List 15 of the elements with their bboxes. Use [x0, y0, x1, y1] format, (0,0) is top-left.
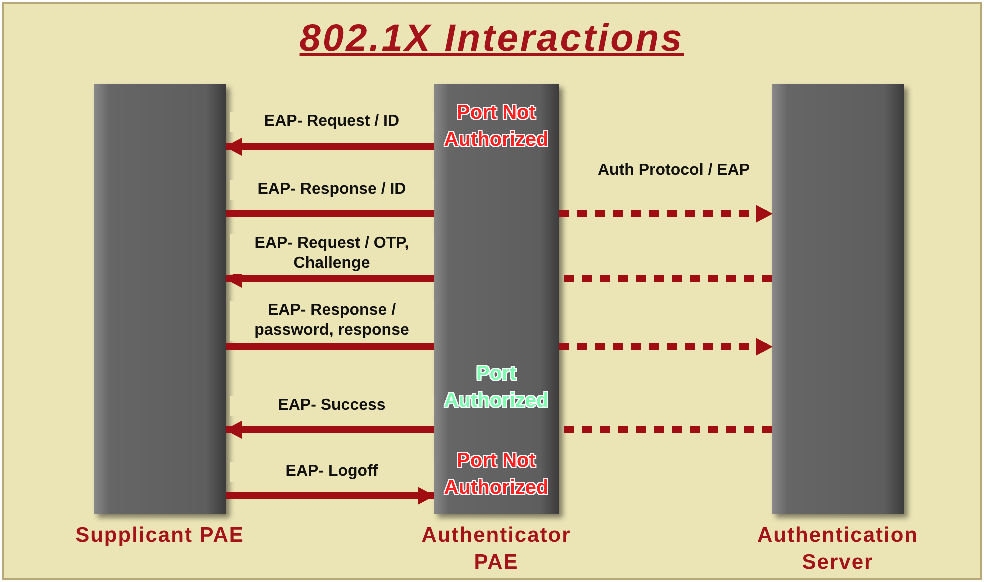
- diagram-title: 802.1X Interactions: [300, 18, 684, 60]
- participant-label: Authentication Server: [756, 523, 920, 576]
- arrow: [225, 138, 434, 156]
- connector-line: [226, 210, 434, 218]
- arrow: [559, 205, 773, 223]
- connector-line: [226, 344, 434, 350]
- port-state-label: Port Not Authorized: [443, 449, 550, 501]
- participant-label: Authenticator PAE: [420, 523, 572, 576]
- port-state-label: Port Authorized: [443, 362, 550, 414]
- arrow: [226, 487, 435, 505]
- port-state-label: Port Not Authorized: [443, 101, 550, 153]
- arrow: [225, 421, 434, 439]
- protocol-label: Auth Protocol / EAP: [597, 162, 751, 180]
- arrow: [559, 338, 773, 356]
- participant-label: Supplicant PAE: [74, 523, 246, 549]
